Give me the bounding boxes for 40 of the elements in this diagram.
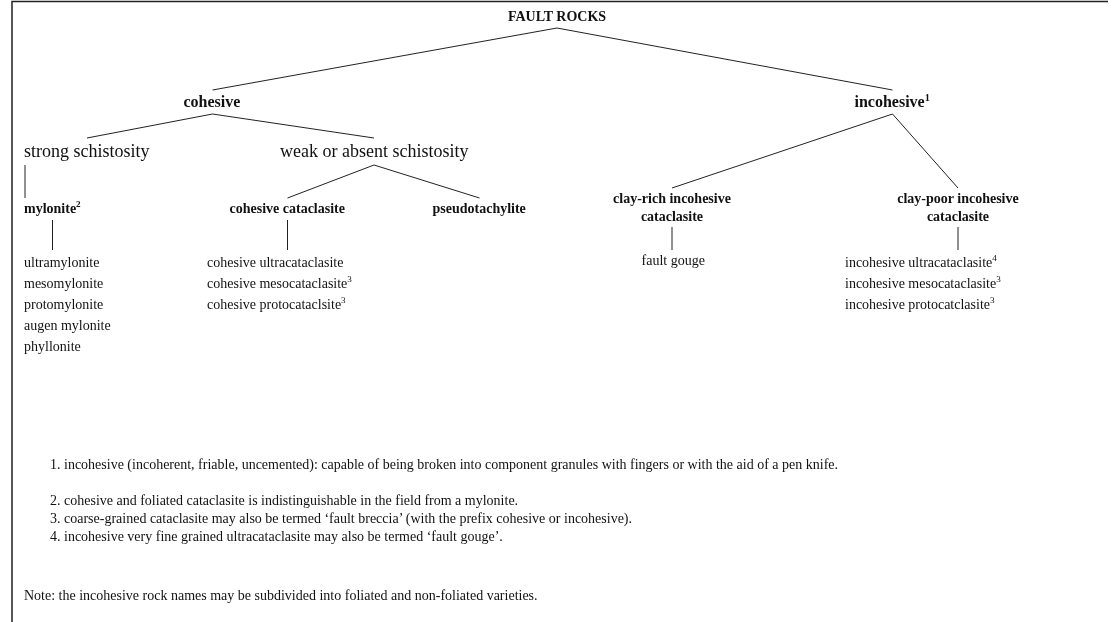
rock-name: cohesive ultracataclasite <box>207 254 345 272</box>
connector-line <box>671 226 673 251</box>
connector-line <box>212 27 558 91</box>
footnote: 1. incohesive (incoherent, friable, uncemented): capable of being broken into component granules with fingers or with the aid of a pen knife. <box>50 456 839 474</box>
heading-text: FAULT ROCKS <box>508 8 607 26</box>
connector-line <box>556 27 893 91</box>
rock-type-label: mylonite$^{2}$ <box>24 200 81 218</box>
rock-name: phyllonite <box>24 338 82 356</box>
connector-line <box>671 113 893 189</box>
footnote: 3. coarse-grained cataclasite may also be termed ‘fault breccia’ (with the prefix cohesive or incohesive). <box>50 510 634 528</box>
rock-name: incohesive mesocataclasite$^{3}$ <box>845 273 1001 293</box>
connector-line <box>373 164 480 199</box>
subcategory-label: strong schistosity <box>24 140 150 163</box>
subcategory-label: weak or absent schistosity <box>280 140 469 163</box>
connector-line <box>287 219 288 251</box>
rock-type-label: clay-poor incohesive cataclasite <box>883 190 1033 225</box>
rock-name: mesomylonite <box>24 275 105 293</box>
connector-line <box>212 113 375 139</box>
category-label: incohesive$^{1}$ <box>854 92 930 112</box>
rock-name: incohesive protocatclasite$^{3}$ <box>845 294 996 314</box>
rock-name: incohesive ultracataclasite$^{4}$ <box>845 252 998 272</box>
connector-line <box>892 113 959 189</box>
rock-type-label: pseudotachylite <box>432 200 526 218</box>
rock-name: augen mylonite <box>24 317 111 335</box>
connector-line <box>287 164 375 199</box>
rock-name: fault gouge <box>641 252 705 270</box>
rock-name: cohesive mesocataclasite$^{3}$ <box>207 273 352 293</box>
note-text: Note: the incohesive rock names may be subdivided into foliated and non-foliated varieties. <box>24 588 538 604</box>
rock-type-label: clay-rich incohesive cataclasite <box>597 190 747 225</box>
footnote: 4. incohesive very fine grained ultracataclasite may also be termed ‘fault gouge’. <box>50 528 504 546</box>
rock-type-label: cohesive cataclasite <box>229 200 345 218</box>
rock-name: cohesive protocataclsite$^{3}$ <box>207 294 347 314</box>
rock-name: protomylonite <box>24 296 105 314</box>
rock-name: ultramylonite <box>24 254 101 272</box>
footnote: 2. cohesive and foliated cataclasite is indistinguishable in the field from a mylonite. <box>50 492 520 510</box>
connector-line <box>52 219 53 251</box>
connector-line <box>957 226 959 251</box>
category-label: cohesive <box>183 92 241 112</box>
connector-line <box>86 113 213 139</box>
connector-line <box>24 164 26 199</box>
